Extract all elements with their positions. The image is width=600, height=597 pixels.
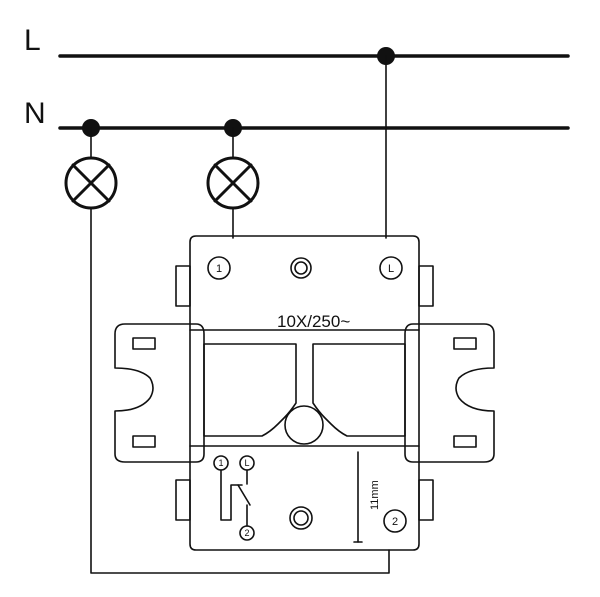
strip-length-label: 11mm	[369, 480, 381, 510]
top-screw-icon	[290, 257, 312, 279]
switch-body	[114, 235, 495, 551]
neutral-label: N	[24, 97, 46, 130]
schematic-terminal-L-label: L	[244, 458, 249, 468]
terminal-2-label: 2	[392, 516, 398, 528]
live-label: L	[24, 24, 41, 57]
schematic-terminal-2-label: 2	[244, 528, 249, 538]
lamp-1-icon	[64, 156, 118, 210]
terminal-L-label: L	[388, 263, 394, 275]
terminal-1-label: 1	[216, 263, 222, 275]
switch-rating: 10X/250~	[277, 312, 350, 331]
schematic-terminal-1-label: 1	[218, 458, 223, 468]
lamp-2-icon	[206, 156, 260, 210]
bottom-screw-icon	[289, 506, 313, 530]
lamp-1-to-terminal-2-wire	[90, 207, 390, 574]
